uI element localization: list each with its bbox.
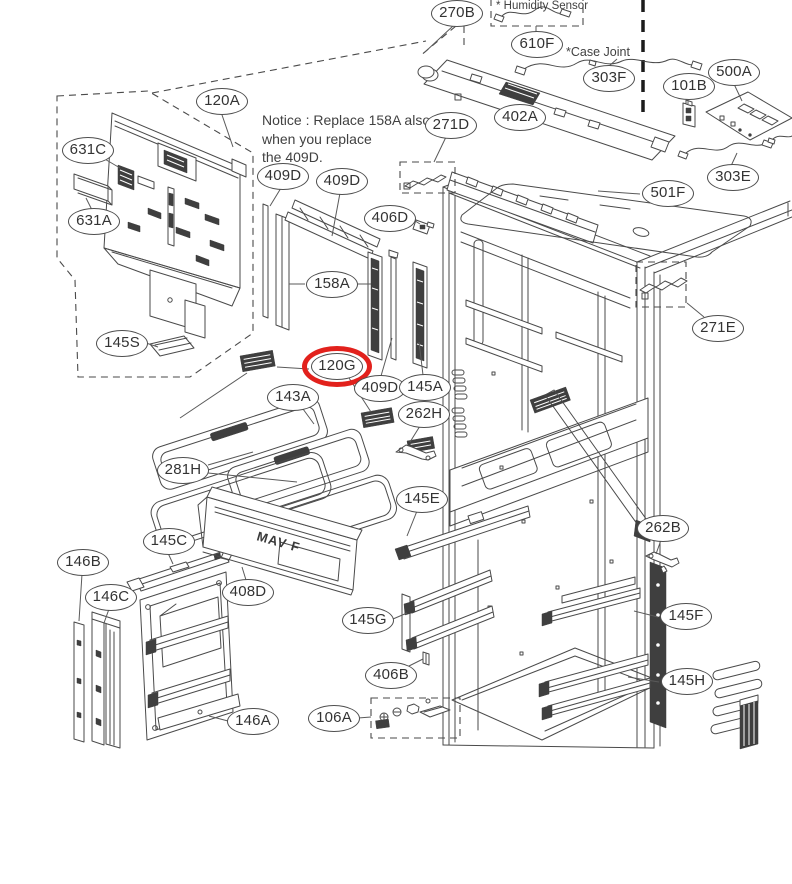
- door-panel-146a: [140, 572, 240, 740]
- small-panel-631a: [74, 174, 112, 205]
- part-label-406d: 406D: [364, 205, 416, 232]
- part-label-406b: 406B: [365, 662, 417, 689]
- bracket-262b: [646, 552, 679, 573]
- part-label-303f: 303F: [583, 65, 635, 92]
- rail-145e: [395, 506, 530, 560]
- cable-303e: [678, 136, 792, 159]
- part-label-408d: 408D: [222, 579, 274, 606]
- case-joint-cable-303f: [515, 59, 702, 75]
- part-label-145c: 145C: [143, 528, 195, 555]
- part-label-145s: 145S: [96, 330, 148, 357]
- part-label-120a: 120A: [196, 88, 248, 115]
- back-panel-120a: [104, 113, 246, 338]
- part-label-409d: 409D: [257, 163, 309, 190]
- notice-text-line3: the 409D.: [262, 149, 323, 165]
- top-cover-402a: [418, 60, 675, 160]
- part-label-631a: 631A: [68, 208, 120, 235]
- dashed-box-106a: [371, 698, 460, 738]
- cabinet-body: [443, 182, 792, 748]
- part-label-402a: 402A: [494, 104, 546, 131]
- part-label-145a: 145A: [399, 374, 451, 401]
- part-label-270b: 270B: [431, 0, 483, 27]
- part-label-303e: 303E: [707, 164, 759, 191]
- clip-406d: [413, 220, 434, 234]
- pcb-board-500a: [706, 92, 792, 140]
- humidity-sensor-caption: * Humidity Sensor: [496, 0, 588, 12]
- bracket-101b: [683, 100, 695, 127]
- part-label-146a: 146A: [227, 708, 279, 735]
- duct-housing: [447, 172, 598, 243]
- part-label-610f: 610F: [511, 31, 563, 58]
- part-label-158a: 158A: [306, 271, 358, 298]
- part-label-143a: 143A: [267, 384, 319, 411]
- rails-145h: [539, 654, 650, 720]
- part-label-271d: 271D: [425, 112, 477, 139]
- notice-text-line2: when you replace: [261, 131, 372, 147]
- roof-liner-501f: [461, 184, 751, 257]
- case-joint-caption: *Case Joint: [566, 45, 630, 59]
- part-label-271e: 271E: [692, 315, 744, 342]
- part-label-631c: 631C: [62, 137, 114, 164]
- part-label-146b: 146B: [57, 549, 109, 576]
- part-label-101b: 101B: [663, 73, 715, 100]
- plate-145s: [150, 336, 194, 356]
- part-label-500a: 500A: [708, 59, 760, 86]
- part-label-120g: 120G: [302, 346, 372, 387]
- part-label-501f: 501F: [642, 180, 694, 207]
- part-label-409d: 409D: [316, 168, 368, 195]
- part-label-145f: 145F: [660, 603, 712, 630]
- dashed-box-271e: [636, 262, 687, 307]
- part-label-145h: 145H: [661, 668, 713, 695]
- rails-145f: [542, 577, 640, 626]
- vent-slats-bottom-right: [710, 660, 763, 749]
- part-label-145g: 145G: [342, 607, 394, 634]
- door-channel-146c: [92, 612, 120, 748]
- part-label-145e: 145E: [396, 486, 448, 513]
- part-label-146c: 146C: [85, 584, 137, 611]
- drawer-front-408d: MAV F: [198, 487, 362, 595]
- part-label-262b: 262B: [637, 515, 689, 542]
- bracket-262h: [396, 445, 436, 460]
- part-label-281h: 281H: [157, 457, 209, 484]
- dashed-box-271d: [400, 162, 455, 193]
- rails-145g: [402, 570, 494, 652]
- vent-grilles-120g: [240, 350, 435, 453]
- part-label-106a: 106A: [308, 705, 360, 732]
- part-label-409d: 409D: [354, 375, 406, 402]
- strips-409d-158a: [263, 200, 427, 368]
- leader-lines: [79, 26, 742, 721]
- part-label-262h: 262H: [398, 401, 450, 428]
- humidity-sensor-box: [491, 0, 583, 26]
- notice-text-line1: Notice : Replace 158A also,: [262, 112, 434, 128]
- door-strip-146b: [74, 622, 84, 742]
